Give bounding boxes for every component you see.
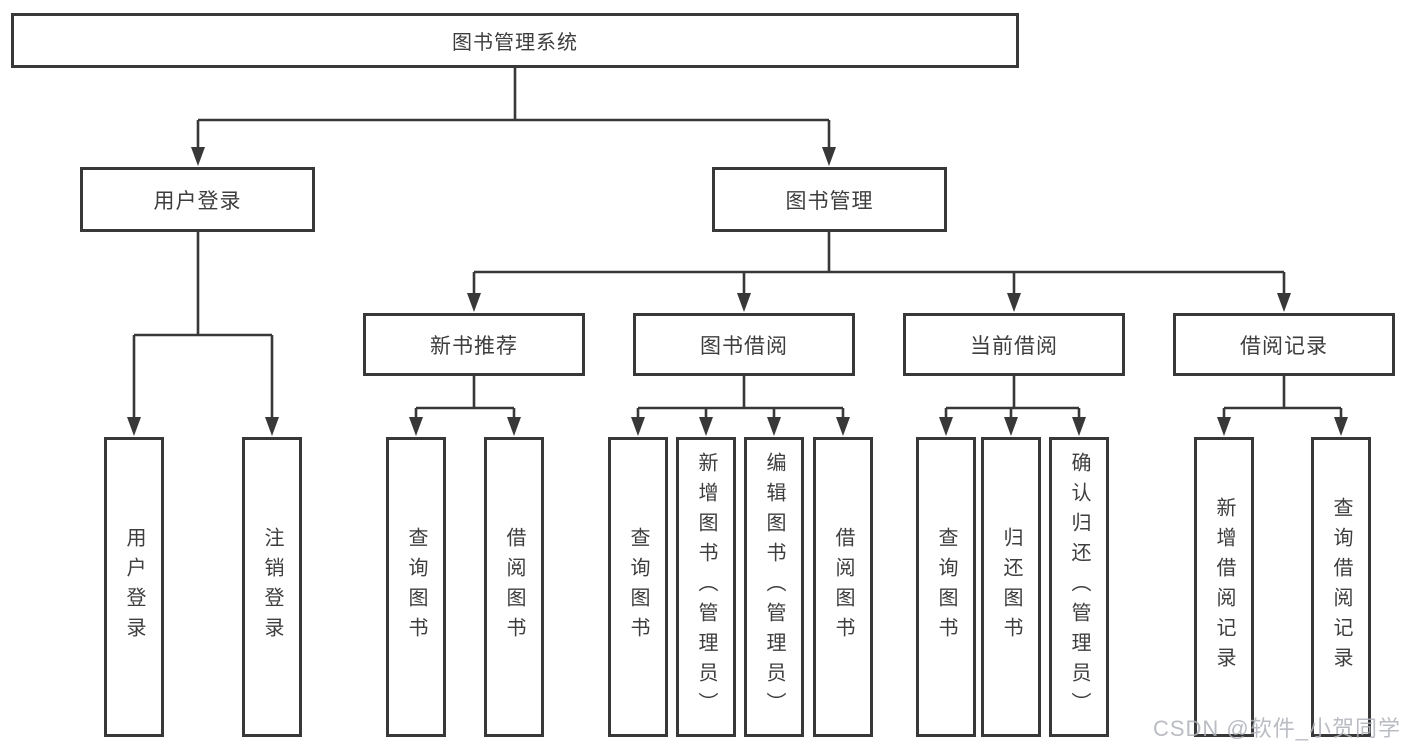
node-user-login: 用户登录 bbox=[80, 167, 315, 232]
leaf-label: 借阅图书 bbox=[832, 527, 854, 647]
leaf-label: 查询借阅记录 bbox=[1330, 497, 1352, 677]
leaf-label: 编辑图书（管理员） bbox=[763, 452, 785, 722]
connector-new-book-to-leaves bbox=[409, 376, 521, 436]
leaf-label: 注销登录 bbox=[261, 527, 283, 647]
connector-root-to-level2 bbox=[191, 68, 836, 166]
leaf-label: 查询图书 bbox=[627, 527, 649, 647]
node-current-borrowing: 当前借阅 bbox=[903, 313, 1125, 376]
leaf-query-books: 查询图书 bbox=[608, 437, 668, 737]
leaf-borrow-books: 借阅图书 bbox=[484, 437, 544, 737]
leaf-edit-book-admin: 编辑图书（管理员） bbox=[744, 437, 804, 737]
node-new-book-recommendation: 新书推荐 bbox=[363, 313, 585, 376]
leaf-label: 借阅图书 bbox=[503, 527, 525, 647]
leaf-label: 新增图书（管理员） bbox=[695, 452, 717, 722]
leaf-label: 新增借阅记录 bbox=[1213, 497, 1235, 677]
leaf-label: 用户登录 bbox=[123, 527, 145, 647]
leaf-borrow-books: 借阅图书 bbox=[813, 437, 873, 737]
node-root: 图书管理系统 bbox=[11, 13, 1019, 68]
leaf-label: 查询图书 bbox=[935, 527, 957, 647]
leaf-add-borrow-record: 新增借阅记录 bbox=[1194, 437, 1254, 737]
leaf-label: 归还图书 bbox=[1000, 527, 1022, 647]
leaf-query-books: 查询图书 bbox=[386, 437, 446, 737]
leaf-return-book: 归还图书 bbox=[981, 437, 1041, 737]
leaf-add-book-admin: 新增图书（管理员） bbox=[676, 437, 736, 737]
node-book-management: 图书管理 bbox=[712, 167, 947, 232]
leaf-label: 确认归还（管理员） bbox=[1068, 452, 1090, 722]
leaf-query-books: 查询图书 bbox=[916, 437, 976, 737]
leaf-logout: 注销登录 bbox=[242, 437, 302, 737]
leaf-label: 查询图书 bbox=[405, 527, 427, 647]
connector-book-borrow-to-leaves bbox=[631, 376, 850, 436]
leaf-query-borrow-record: 查询借阅记录 bbox=[1311, 437, 1371, 737]
leaf-confirm-return-admin: 确认归还（管理员） bbox=[1049, 437, 1109, 737]
leaf-user-login: 用户登录 bbox=[104, 437, 164, 737]
node-book-borrowing: 图书借阅 bbox=[633, 313, 855, 376]
node-borrowing-records: 借阅记录 bbox=[1173, 313, 1395, 376]
connector-records-to-leaves bbox=[1217, 376, 1348, 436]
connector-current-borrow-to-leaves bbox=[939, 376, 1086, 436]
connector-user-login-to-leaves bbox=[127, 232, 279, 436]
connector-book-mgmt-to-level3 bbox=[467, 232, 1291, 312]
